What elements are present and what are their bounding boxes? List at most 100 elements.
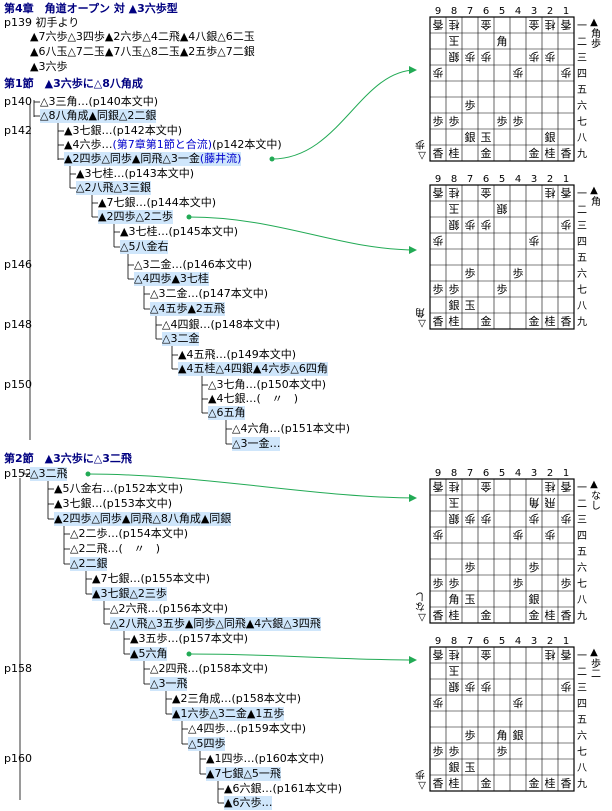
- rank-label: 六: [577, 100, 587, 112]
- tree-node[interactable]: △3二金…(p147本文中): [150, 287, 269, 300]
- tree-node[interactable]: ▲1四歩…(p160本文中): [206, 752, 325, 765]
- sente-piece: 歩: [449, 576, 460, 590]
- tree-node[interactable]: ▲7七銀…(p144本文中): [98, 196, 217, 209]
- tree-node[interactable]: ▲4五桂△4四銀▲4六歩△6四角: [178, 362, 328, 376]
- tree-node[interactable]: △2八飛△3三銀: [76, 181, 151, 195]
- tree-node[interactable]: ▲2四歩△同歩▲同飛△8八角成▲同銀: [54, 512, 232, 526]
- section-2-page-mark: p160: [4, 752, 32, 765]
- rank-label: 三: [577, 683, 587, 694]
- section-1-page-mark: p148: [4, 318, 32, 331]
- gote-piece: 金: [481, 648, 492, 662]
- tree-node[interactable]: △4四銀…(p148本文中): [162, 318, 281, 331]
- tree-node[interactable]: ▲4五飛…(p149本文中): [178, 348, 297, 361]
- tree-node[interactable]: △3二飛: [30, 467, 68, 481]
- file-label: 9: [435, 468, 441, 479]
- gote-piece: 歩: [433, 66, 444, 80]
- tree-node[interactable]: ▲6六歩…: [224, 796, 273, 810]
- rank-label: 一: [577, 21, 587, 32]
- sente-piece: 桂: [449, 776, 460, 790]
- tree-node[interactable]: △6五角: [208, 406, 246, 420]
- sente-piece: 桂: [449, 146, 460, 160]
- sente-piece: 金: [481, 608, 492, 622]
- gote-piece: 桂: [545, 648, 556, 662]
- tree-node[interactable]: ▲5六角: [130, 647, 168, 661]
- tree-node[interactable]: ▲3七桂…(p145本文中): [120, 225, 239, 238]
- tree-node[interactable]: ▲3七桂…(p143本文中): [76, 167, 195, 180]
- tree-node[interactable]: △4五歩▲2五飛: [150, 302, 225, 316]
- tree-node[interactable]: ▲3七銀△2三歩: [92, 587, 167, 601]
- tree-node[interactable]: ▲3五歩…(p157本文中): [130, 632, 249, 645]
- tree-node[interactable]: △2二飛…( 〃 ): [70, 542, 161, 555]
- tree-node[interactable]: ▲4七銀…( 〃 ): [208, 392, 299, 405]
- merge-link[interactable]: (第7章第1節と合流): [112, 138, 213, 151]
- file-label: 2: [547, 6, 553, 17]
- gote-piece: 歩: [465, 218, 476, 232]
- sente-piece: 金: [529, 776, 540, 790]
- section-1-title: 第1節 ▲3六歩に△8八角成: [4, 77, 143, 90]
- rank-label: 二: [577, 205, 587, 216]
- section-2-title: 第2節 ▲3六歩に△3二飛: [4, 452, 132, 465]
- rank-label: 五: [577, 715, 587, 726]
- gote-piece: 香: [561, 648, 572, 661]
- tree-node[interactable]: ▲5八金右…(p152本文中): [54, 482, 184, 495]
- tree-node[interactable]: △3一飛: [150, 677, 188, 691]
- sente-piece: 金: [529, 146, 540, 160]
- gote-piece: 桂: [545, 18, 556, 32]
- sente-piece: 銀: [529, 592, 540, 606]
- tree-node[interactable]: ▲7七銀…(p155本文中): [92, 572, 211, 585]
- tree-node[interactable]: △2六飛…(p156本文中): [110, 602, 229, 615]
- tree-node[interactable]: △2二銀: [70, 557, 108, 571]
- tree-node[interactable]: ▲4六歩…(第7章第1節と合流)(p142本文中): [64, 138, 282, 152]
- sente-piece: 銀: [449, 298, 460, 312]
- tree-node[interactable]: △2八飛△3五歩▲同歩△同飛▲4六銀△3四飛: [110, 617, 321, 631]
- rank-label: 六: [577, 268, 587, 280]
- tree-node[interactable]: △2二歩…(p154本文中): [70, 527, 189, 540]
- tree-node[interactable]: ▲2三角成…(p158本文中): [172, 692, 302, 705]
- tree-node[interactable]: ▲6六銀…(p161本文中): [224, 782, 343, 795]
- file-label: 6: [483, 6, 489, 17]
- tree-node[interactable]: ▲1六歩△3二金▲1五歩: [172, 707, 285, 721]
- tree-node[interactable]: △5八金右: [120, 240, 169, 254]
- tree-node[interactable]: △4六角…(p151本文中): [232, 422, 351, 435]
- tree-node[interactable]: △4四歩▲3七桂: [134, 272, 209, 286]
- file-label: 9: [435, 174, 441, 185]
- tree-node[interactable]: ▲7七銀△5一飛: [206, 767, 281, 781]
- tree-node[interactable]: △2四飛…(p158本文中): [150, 662, 269, 675]
- chapter-title: 第4章 角道オープン 対 ▲3六歩型: [4, 2, 178, 15]
- tree-node[interactable]: ▲2四歩△2二歩: [98, 210, 173, 224]
- rank-label: 六: [577, 730, 587, 742]
- tree-node[interactable]: △5四歩: [188, 737, 226, 751]
- board-frame: [429, 16, 575, 162]
- sente-piece: 銀: [513, 728, 524, 742]
- tree-node[interactable]: ▲3七銀…(p153本文中): [54, 497, 173, 510]
- sente-piece: 銀: [545, 130, 556, 144]
- gote-piece: 銀: [449, 512, 460, 526]
- tree-node[interactable]: △8八角成▲同銀△2二銀: [40, 109, 157, 123]
- gote-hand: △歩: [416, 139, 428, 161]
- tree-node[interactable]: △3一金…: [232, 437, 281, 451]
- gote-piece: 歩: [513, 66, 524, 80]
- gote-piece: 金: [481, 480, 492, 494]
- intro-move-1: ▲7六歩△3四歩▲2六歩△4二飛▲4八銀△6二玉: [30, 30, 255, 43]
- file-label: 1: [563, 636, 569, 647]
- file-label: 6: [483, 468, 489, 479]
- rank-label: 二: [577, 667, 587, 678]
- fujii-style-link[interactable]: (藤井流): [199, 152, 242, 165]
- tree-node[interactable]: △3三角…(p140本文中): [40, 95, 159, 108]
- tree-node[interactable]: △3二金: [162, 332, 200, 346]
- tree-node[interactable]: ▲2四歩△同歩▲同飛△3一金(藤井流): [64, 152, 242, 166]
- origin-page: p139: [4, 16, 32, 29]
- tree-node[interactable]: △3二金…(p146本文中): [134, 258, 253, 271]
- gote-piece: 玉: [449, 34, 460, 47]
- tree-node[interactable]: △3七角…(p150本文中): [208, 378, 327, 391]
- intro-move-3: ▲3六歩: [30, 60, 68, 73]
- rank-label: 二: [577, 499, 587, 510]
- rank-label: 九: [577, 610, 587, 622]
- gote-piece: 歩: [529, 234, 540, 248]
- file-label: 1: [563, 6, 569, 17]
- tree-node[interactable]: ▲3七銀…(p142本文中): [64, 124, 183, 137]
- gote-piece: 歩: [465, 50, 476, 64]
- tree-node[interactable]: △4四歩…(p159本文中): [188, 722, 307, 735]
